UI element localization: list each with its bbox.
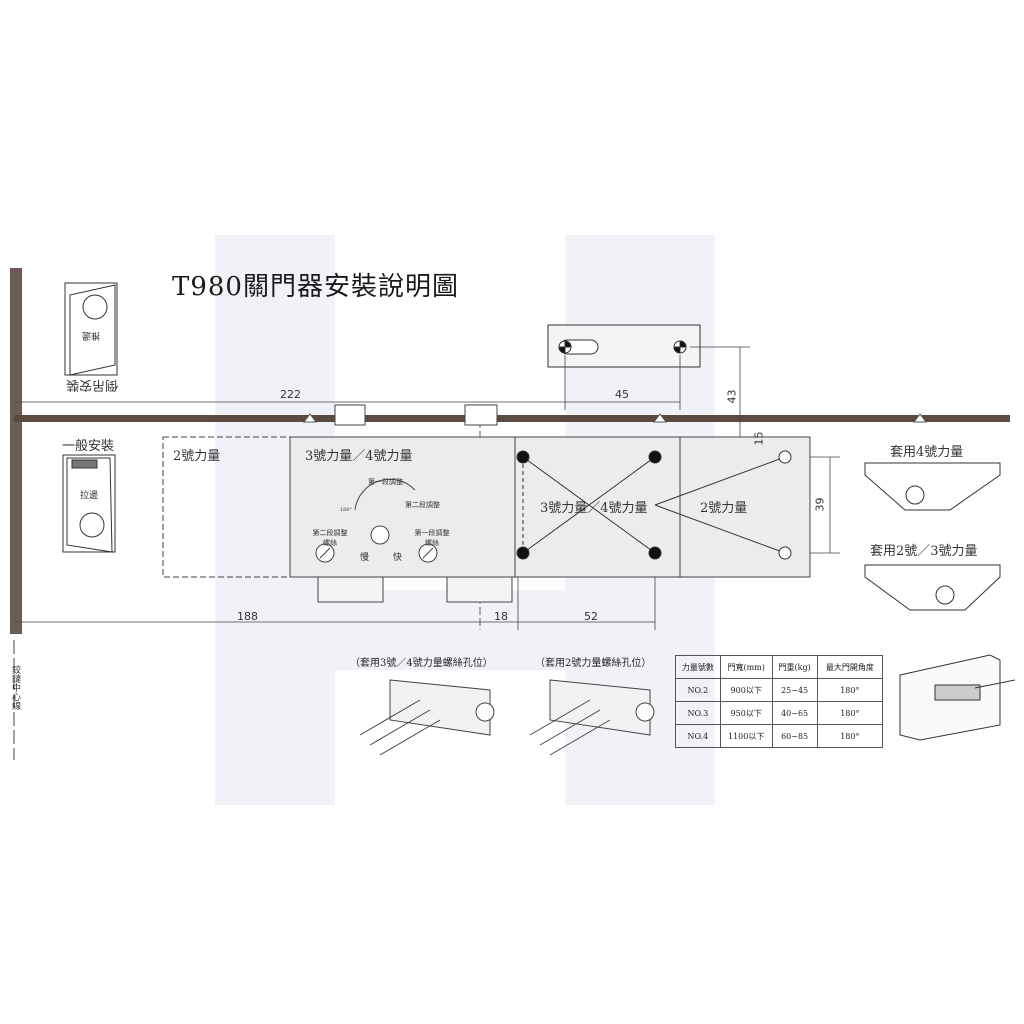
page-title: T980關門器安裝說明圖 — [172, 272, 459, 302]
mounting-holes — [516, 450, 792, 560]
cell: 40~65 — [771, 701, 818, 725]
screw-first-label: 第一段調整螺絲 — [414, 529, 450, 547]
hinge-wall — [10, 268, 22, 634]
cell: 60~85 — [771, 724, 818, 748]
inverted-install-label: 倒吊安裝 — [66, 377, 119, 392]
dim-15: 15 — [752, 431, 766, 446]
dim-18: 18 — [494, 610, 508, 623]
dim-45: 45 — [615, 388, 629, 401]
screw-second-label: 第二段調整螺絲 — [312, 529, 348, 547]
cell: NO.3 — [675, 701, 721, 725]
cell: 180° — [816, 678, 884, 702]
cell: NO.2 — [675, 678, 721, 702]
angle-label: 180° — [340, 507, 353, 513]
plate-power2-label: 2號力量 — [700, 501, 748, 516]
closer-3d-icon — [899, 654, 1016, 741]
cell: 1100以下 — [719, 724, 773, 748]
header-weight: 門重(kg) — [771, 655, 818, 679]
dim-52: 52 — [584, 610, 598, 623]
zone-power34-label: 3號力量／4號力量 — [305, 449, 413, 464]
normal-install-label: 一般安裝 — [62, 439, 115, 454]
table-row: NO.3 950以下 40~65 180° — [675, 701, 884, 725]
dim-222: 222 — [280, 388, 301, 401]
screw-holes-2-label: （套用2號力量螺絲孔位） — [535, 658, 652, 669]
plate-power34-label: 3號力量／4號力量 — [540, 501, 648, 516]
inverted-door-icon — [64, 282, 118, 376]
screw-hole-sketch-2 — [529, 679, 655, 756]
header-power: 力量號數 — [675, 655, 721, 679]
normal-door-icon — [62, 454, 116, 553]
door-frame-line — [14, 415, 1010, 422]
hinge-center-line-label: 鉸鏈中心線 — [10, 665, 20, 710]
adjust-second-label: 第二段調整 — [405, 501, 440, 509]
cell: 950以下 — [719, 701, 773, 725]
dim-43: 43 — [725, 389, 739, 404]
dim-39: 39 — [813, 497, 827, 512]
bracket-power23 — [864, 564, 1001, 611]
cell: 900以下 — [719, 678, 773, 702]
bracket-power23-label: 套用2號／3號力量 — [870, 544, 978, 559]
screw-hole-sketch-34 — [359, 679, 495, 756]
screw-holes-34-label: （套用3號／4號力量螺絲孔位） — [350, 658, 493, 669]
pull-side-label: 拉邊 — [80, 491, 99, 501]
cell: 25~45 — [771, 678, 818, 702]
table-row: NO.4 1100以下 60~85 180° — [675, 724, 884, 748]
arm-plate — [547, 324, 701, 368]
cell: 180° — [816, 701, 884, 725]
slow-label: 慢 — [360, 553, 370, 563]
fast-label: 快 — [393, 553, 403, 563]
adjust-first-label: 第一段調整 — [368, 478, 403, 486]
header-angle: 最大門開角度 — [816, 655, 884, 679]
cell: 180° — [816, 724, 884, 748]
cell: NO.4 — [675, 724, 721, 748]
table-row: NO.2 900以下 25~45 180° — [675, 678, 884, 702]
push-side-label: 推邊 — [82, 330, 101, 340]
spec-table: 力量號數 門寬(mm) 門重(kg) 最大門開角度 NO.2 900以下 25~… — [675, 655, 884, 748]
dim-188: 188 — [237, 610, 258, 623]
bracket-power4-label: 套用4號力量 — [890, 445, 964, 460]
table-header-row: 力量號數 門寬(mm) 門重(kg) 最大門開角度 — [675, 655, 884, 679]
zone-power2-label: 2號力量 — [173, 449, 221, 464]
bracket-power4 — [864, 462, 1001, 511]
header-width: 門寬(mm) — [719, 655, 773, 679]
